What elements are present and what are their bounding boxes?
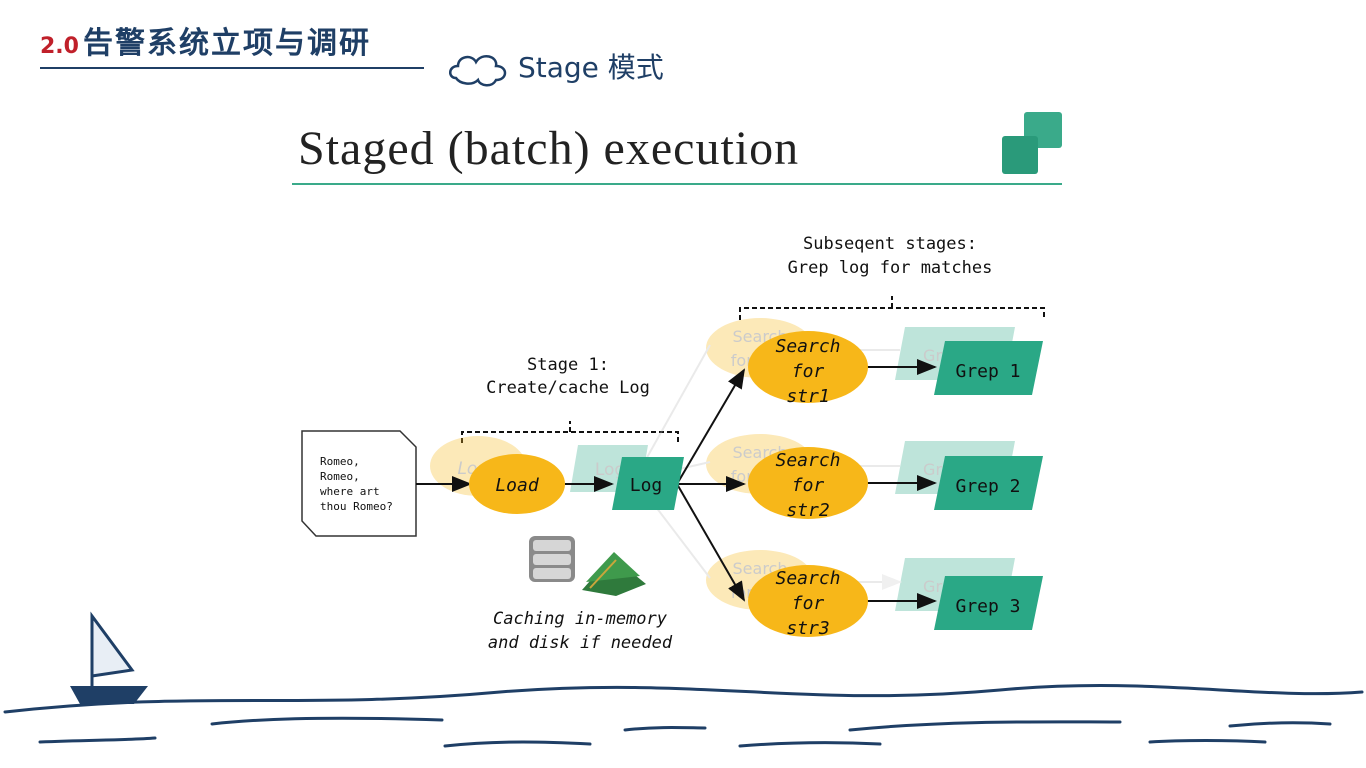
header-title-text: 告警系统立项与调研 [82, 26, 371, 61]
stage1-bracket [461, 421, 679, 443]
slide-logo-icon [1002, 112, 1062, 174]
header-number: 2.0 [40, 34, 79, 59]
title-rule [292, 183, 1062, 185]
header-subtitle: Stage 模式 [518, 51, 664, 84]
edge-log-search1 [676, 368, 746, 485]
input-document: Romeo, Romeo, where art thou Romeo? [301, 430, 417, 537]
grep-node-2 [934, 456, 1043, 510]
search-node-1 [748, 331, 868, 403]
grep-label: Grep 3 [955, 596, 1020, 617]
search-label: Search [775, 450, 840, 471]
input-line: Romeo, [320, 455, 360, 468]
waves-decoration [3, 684, 1364, 748]
input-line: Romeo, [320, 470, 360, 483]
memory-icon [582, 552, 646, 596]
search-label: for [792, 593, 825, 614]
search-label: for [792, 475, 825, 496]
cache-label: and disk if needed [488, 633, 673, 653]
stage1-label: Stage 1: [527, 355, 609, 375]
search-label: str2 [786, 500, 829, 521]
search-label: str1 [786, 386, 829, 407]
subsequent-label: Subseqent stages: [803, 234, 977, 254]
subsequent-label: Grep log for matches [788, 258, 993, 278]
grep-label: Grep 1 [955, 361, 1020, 382]
sailboat-icon [70, 611, 148, 704]
search-label: Search [775, 568, 840, 589]
cloud-icon [449, 54, 507, 87]
log-node [612, 457, 684, 510]
input-line: thou Romeo? [320, 500, 393, 513]
stage1-label: Create/cache Log [486, 378, 650, 398]
ghost-log-label: Log [595, 460, 625, 480]
search-label: for [792, 361, 825, 382]
subsequent-bracket [739, 296, 1045, 320]
search-label: Search [775, 336, 840, 357]
slide-title: Staged (batch) execution [298, 122, 800, 175]
search-node-2 [748, 447, 868, 519]
cache-label: Caching in-memory [493, 609, 668, 629]
search-label: str3 [786, 618, 829, 639]
load-node [469, 454, 565, 514]
grep-node-3 [934, 576, 1043, 630]
edge-log-search3 [676, 483, 746, 602]
grep-node-1 [934, 341, 1043, 395]
log-label: Log [630, 475, 663, 496]
search-node-3 [748, 565, 868, 637]
grep-label: Grep 2 [955, 476, 1020, 497]
input-line: where art [320, 485, 380, 498]
database-icon [529, 536, 575, 582]
load-label: Load [495, 475, 540, 496]
header-underline [40, 67, 424, 69]
